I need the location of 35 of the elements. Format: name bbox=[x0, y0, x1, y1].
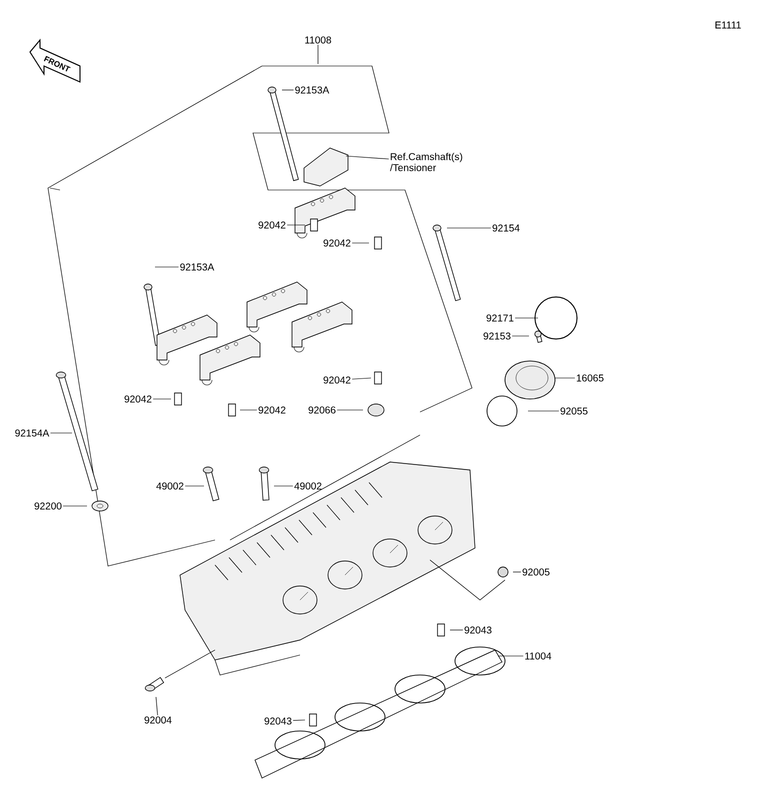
part-number: 92055 bbox=[560, 407, 588, 415]
leader-line bbox=[292, 720, 306, 721]
leader-line bbox=[528, 410, 560, 412]
part-number: 92043 bbox=[264, 717, 292, 725]
part-number: 92042 bbox=[324, 239, 350, 247]
part-number: 92042 bbox=[258, 406, 286, 414]
part-number: 92153A bbox=[180, 263, 214, 271]
part-number: 16065 bbox=[576, 374, 604, 382]
part-number: 92004 bbox=[144, 716, 172, 724]
part-number: 92153 bbox=[484, 332, 510, 340]
part-number: 92043 bbox=[464, 626, 492, 634]
part-number: Ref.Camshaft(s) /Tensioner bbox=[390, 152, 462, 172]
leader-line bbox=[352, 378, 372, 380]
leader-line bbox=[346, 156, 390, 160]
part-number: 92042 bbox=[124, 395, 152, 403]
part-number: 92042 bbox=[258, 221, 286, 229]
part-number: 49002 bbox=[156, 482, 184, 490]
part-number: 92171 bbox=[486, 314, 514, 322]
part-number: 92154A bbox=[15, 429, 50, 437]
part-number: 49002 bbox=[294, 482, 322, 490]
part-number: 92153A bbox=[295, 86, 330, 94]
leader-line bbox=[50, 432, 72, 434]
leader-line bbox=[352, 242, 370, 244]
part-number: 92066 bbox=[308, 406, 336, 414]
part-number: 92005 bbox=[522, 568, 550, 576]
part-number: 11004 bbox=[525, 652, 552, 660]
leader-line bbox=[152, 398, 172, 400]
leader-line bbox=[286, 224, 306, 226]
part-number: 92042 bbox=[324, 376, 350, 384]
part-number: 11008 bbox=[305, 36, 332, 44]
part-number: 92154 bbox=[492, 224, 520, 232]
leader-line bbox=[156, 696, 158, 716]
label: E1111 bbox=[715, 22, 741, 28]
part-number: 92200 bbox=[34, 502, 62, 510]
leader-line bbox=[154, 266, 179, 268]
